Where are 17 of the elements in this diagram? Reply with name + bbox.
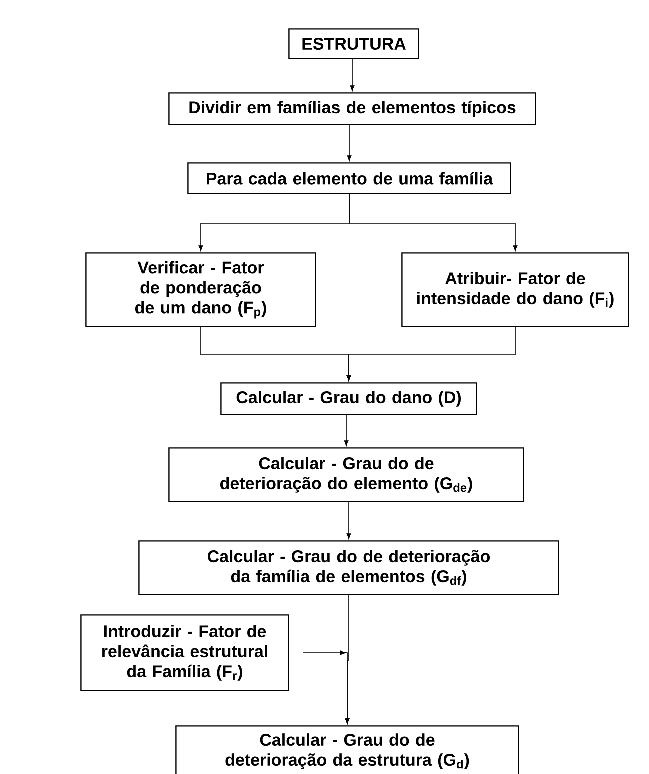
process-box: Calcular - Grau do dano (D) (220, 382, 478, 416)
process-box: Verificar - Fator de ponderação de um dano (F$_{p}$) (86, 252, 316, 328)
process-box: Calcular - Grau do de deterioração da família de elementos (G$_{df}$) (138, 540, 560, 596)
process-box: Atribuir- Fator de intensidade do dano (F$_{i}$) (402, 252, 630, 328)
process-box: Para cada elemento de uma família (188, 162, 512, 194)
arrow (344, 415, 349, 446)
arrow (350, 59, 355, 92)
process-box: ESTRUTURA (288, 28, 420, 60)
arrow (347, 125, 352, 162)
arrow (346, 327, 516, 382)
arrow (303, 650, 350, 724)
process-box: Introduzir - Fator de relevância estrutural da Família (F$_{r}$) (80, 614, 290, 692)
arrow (346, 502, 352, 540)
process-box: Calcular - Grau do de deterioração do elemento (G$_{de}$) (168, 448, 524, 502)
arrow (349, 194, 518, 252)
process-box: Calcular - Grau do de deterioração da estrutura (G$_{d}$) (176, 726, 520, 774)
process-box: Dividir em famílias de elementos típicos (168, 92, 536, 126)
